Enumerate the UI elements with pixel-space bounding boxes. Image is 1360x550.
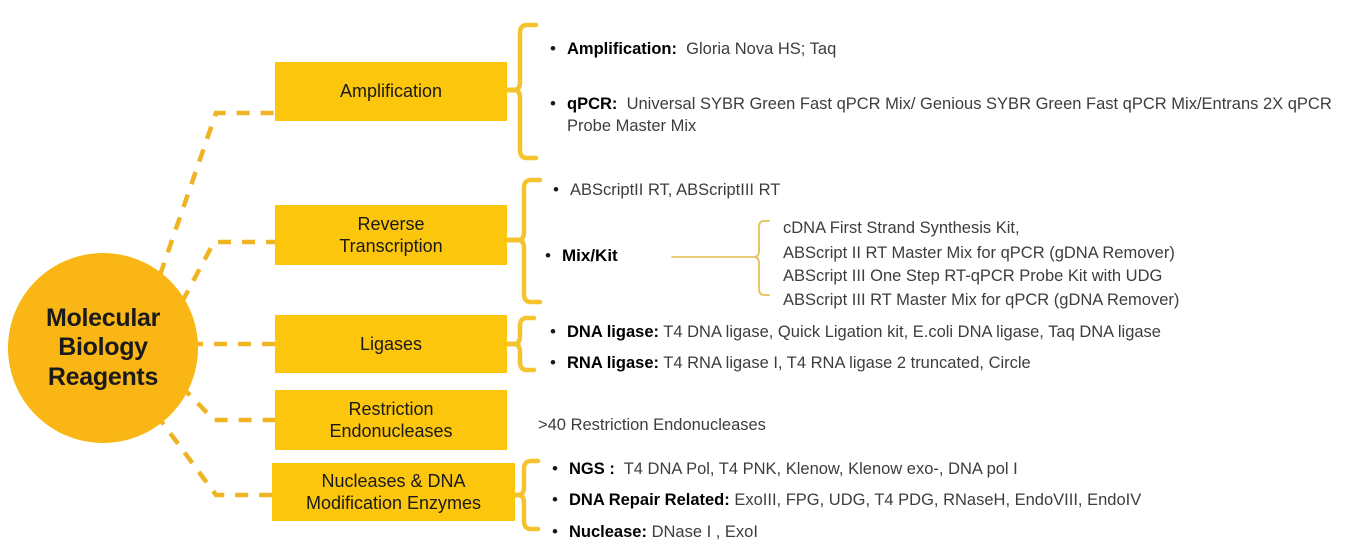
bullet-icon: • — [552, 521, 558, 541]
detail-list-ligases: • DNA ligase: T4 DNA ligase, Quick Ligat… — [550, 321, 1310, 375]
detail-text-restriction-endonucleases: >40 Restriction Endonucleases — [538, 414, 766, 438]
item-label: Mix/Kit — [562, 246, 618, 265]
bullet-icon: • — [545, 246, 551, 265]
detail-list-nucleases: • NGS : T4 DNA Pol, T4 PNK, Klenow, Klen… — [552, 458, 1312, 543]
list-item: • RNA ligase: T4 RNA ligase I, T4 RNA li… — [550, 352, 1310, 374]
item-label: DNA ligase: — [567, 323, 659, 341]
bullet-icon: • — [550, 353, 556, 373]
list-item: • NGS : T4 DNA Pol, T4 PNK, Klenow, Klen… — [552, 458, 1312, 480]
bullet-icon: • — [550, 94, 556, 113]
item-label: DNA Repair Related: — [569, 491, 730, 510]
bullet-icon: • — [550, 39, 556, 58]
brace-reverse-transcription — [501, 177, 543, 305]
spoke-amplification — [157, 110, 275, 276]
spoke-reverse-transcription — [180, 239, 275, 304]
category-box-ligases[interactable]: Ligases — [275, 315, 507, 373]
item-value: T4 RNA ligase I, T4 RNA ligase 2 truncat… — [663, 354, 1031, 373]
category-box-amplification-label: Amplification — [339, 81, 443, 102]
nucleases-line-2: Modification Enzymes — [305, 493, 482, 513]
item-value: Gloria Nova HS; Taq — [686, 40, 837, 58]
nucleases-line-1: Nucleases & DNA — [321, 470, 466, 491]
item-value: ABScriptII RT, ABScriptIII RT — [570, 181, 781, 199]
sub-list-item: ABScript III One Step RT-qPCR Probe Kit … — [783, 267, 1163, 286]
item-label: RNA ligase: — [567, 354, 659, 373]
category-box-restriction-label: Restriction Endonucleases — [329, 398, 452, 443]
spoke-nucleases — [154, 412, 272, 498]
bullet-icon: • — [553, 180, 559, 199]
item-value: T4 DNA ligase, Quick Ligation kit, E.col… — [663, 323, 1161, 341]
item-label: qPCR: — [567, 95, 618, 113]
list-item: • DNA ligase: T4 DNA ligase, Quick Ligat… — [550, 321, 1310, 343]
list-item: • Mix/Kit — [545, 245, 745, 268]
category-box-amplification[interactable]: Amplification — [275, 62, 507, 121]
brace-mixkit-sub — [671, 220, 770, 296]
detail-list-reverse-transcription: • ABScriptII RT, ABScriptIII RT — [553, 179, 1053, 201]
item-value: ExoIII, FPG, UDG, T4 PDG, RNaseH, EndoVI… — [734, 491, 1142, 510]
hub-label-line-1: Molecular — [46, 303, 160, 332]
category-box-ligases-label: Ligases — [359, 333, 423, 354]
hub-label: Molecular Biology Reagents — [46, 304, 160, 393]
item-label: NGS : — [569, 460, 615, 478]
category-box-nucleases-dna-modification[interactable]: Nucleases & DNA Modification Enzymes — [272, 463, 515, 521]
item-label: Amplification: — [567, 40, 677, 58]
list-item: • ABScriptII RT, ABScriptIII RT — [553, 179, 1053, 201]
list-item: • Amplification: Gloria Nova HS; Taq — [550, 38, 1350, 60]
hub-spokes — [154, 110, 275, 498]
rt-line-1: Reverse — [357, 213, 425, 234]
category-box-reverse-transcription-label: Reverse Transcription — [339, 213, 442, 258]
item-label: Nuclease: — [569, 522, 647, 541]
list-item: • qPCR: Universal SYBR Green Fast qPCR M… — [550, 93, 1350, 138]
spoke-restriction — [179, 384, 275, 423]
bullet-icon: • — [550, 322, 556, 341]
restriction-line-1: Restriction — [348, 398, 434, 419]
detail-list-amplification: • Amplification: Gloria Nova HS; Taq — [550, 38, 1350, 60]
hub-node[interactable]: Molecular Biology Reagents — [8, 253, 198, 443]
category-box-restriction-endonucleases[interactable]: Restriction Endonucleases — [275, 390, 507, 450]
sub-list-item: ABScript III RT Master Mix for qPCR (gDN… — [783, 291, 1180, 310]
item-value: DNase I , ExoI — [651, 522, 758, 541]
detail-list-amplification-qpcr: • qPCR: Universal SYBR Green Fast qPCR M… — [550, 93, 1350, 138]
category-box-reverse-transcription[interactable]: Reverse Transcription — [275, 205, 507, 265]
item-value: Universal SYBR Green Fast qPCR Mix/ Geni… — [567, 95, 1332, 136]
sub-list-item: cDNA First Strand Synthesis Kit, — [783, 219, 1020, 237]
item-value: T4 DNA Pol, T4 PNK, Klenow, Klenow exo-,… — [623, 460, 1018, 478]
bullet-icon: • — [552, 490, 558, 510]
restriction-count-text: >40 Restriction Endonucleases — [538, 416, 766, 434]
hub-label-line-2: Biology — [58, 333, 148, 362]
category-box-nucleases-label: Nucleases & DNA Modification Enzymes — [306, 470, 481, 515]
detail-item-mixkit: • Mix/Kit — [545, 245, 745, 268]
restriction-line-2: Endonucleases — [329, 421, 453, 441]
hub-label-line-3: Reagents — [47, 362, 159, 391]
bullet-icon: • — [552, 459, 558, 478]
detail-sublist-mixkit: cDNA First Strand Synthesis Kit, ABScrip… — [783, 216, 1303, 313]
rt-line-2: Transcription — [339, 236, 443, 256]
sub-list-item: ABScript II RT Master Mix for qPCR (gDNA… — [783, 243, 1175, 262]
list-item: • Nuclease: DNase I , ExoI — [552, 521, 1312, 543]
list-item: • DNA Repair Related: ExoIII, FPG, UDG, … — [552, 489, 1312, 511]
